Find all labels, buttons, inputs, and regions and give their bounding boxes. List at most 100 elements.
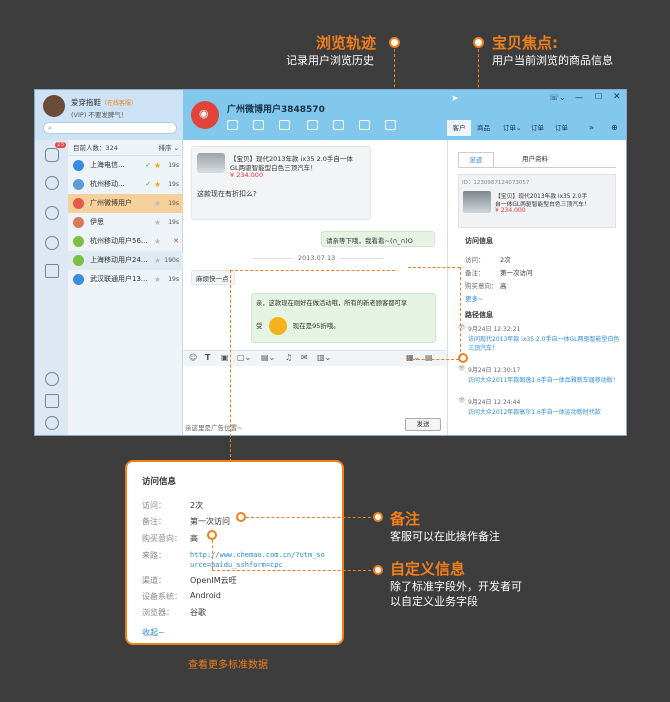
device-icon[interactable] bbox=[45, 394, 59, 408]
reply-message[interactable]: 请亲等下哦，我看看~(∩_∩)O bbox=[321, 231, 435, 247]
check-icon[interactable]: ✓ bbox=[145, 161, 151, 169]
contact-list-item[interactable]: 杭州移动用户56...★✕ bbox=[68, 232, 183, 251]
popup-row-visit: 访问： 2次 bbox=[142, 500, 203, 511]
star-icon[interactable]: ★ bbox=[153, 275, 161, 284]
ask2-message[interactable]: 麻烦快一点 bbox=[191, 270, 235, 285]
emoticon-icon[interactable]: ☺ bbox=[189, 353, 198, 362]
track-callout-dot bbox=[389, 37, 400, 48]
minimize-icon[interactable]: — bbox=[575, 93, 583, 102]
star-icon[interactable]: ★ bbox=[153, 199, 161, 208]
gear-icon[interactable] bbox=[45, 416, 59, 430]
person-settings-icon[interactable] bbox=[45, 372, 59, 386]
track-link[interactable]: 访问大众2012年款高尔1.6手自一体运动新时代款 bbox=[468, 409, 601, 416]
custom-connector-v bbox=[212, 540, 213, 570]
tree-icon[interactable] bbox=[45, 264, 59, 278]
contact-list-item[interactable]: 广州微博用户★19s bbox=[68, 194, 183, 213]
quick-reply-icon[interactable]: ▥⌄ bbox=[317, 353, 332, 362]
product-message[interactable]: 【宝贝】现代2013年款 ix35 2.0手自一体 GL两驱智能型白色三顶汽车！… bbox=[191, 146, 371, 220]
contact-title: 广州微博用户3848570 bbox=[227, 105, 325, 115]
focus-callout-title: 宝贝焦点: bbox=[492, 34, 558, 52]
popup-row-remark-value[interactable]: 第一次访问 bbox=[190, 517, 230, 526]
contact-list-item[interactable]: 伊思★19s bbox=[68, 213, 183, 232]
star-icon[interactable]: ★ bbox=[153, 161, 161, 170]
history-icon[interactable]: ▦⌄ bbox=[406, 353, 421, 362]
popup-row-visit-label: 访问： bbox=[142, 501, 166, 510]
profile-area: 爱穿拖鞋（在线客服） (VIP) 不要发脾气！ ⌕ bbox=[35, 90, 183, 140]
maximize-icon[interactable]: ☐ bbox=[595, 92, 603, 101]
bell-icon[interactable]: ♫ bbox=[285, 353, 293, 362]
shake-icon[interactable]: ✉ bbox=[301, 353, 308, 362]
popup-row-visit-value: 2次 bbox=[190, 501, 204, 510]
user-avatar[interactable] bbox=[43, 95, 65, 117]
star-icon[interactable]: ★ bbox=[153, 237, 161, 246]
car-thumbnail bbox=[197, 153, 225, 173]
contact-name: 上海电信... bbox=[90, 161, 125, 169]
chat-toolbar-icon-1[interactable] bbox=[227, 120, 238, 130]
tab-customer[interactable]: 客户 bbox=[447, 120, 471, 136]
sort-button[interactable]: 排序 ⌄ bbox=[158, 144, 179, 152]
clock-icon[interactable] bbox=[45, 176, 59, 190]
star-icon[interactable]: ★ bbox=[153, 218, 161, 227]
contact-icon[interactable] bbox=[45, 206, 59, 220]
wait-time: 19s bbox=[168, 181, 179, 188]
chat-record-icon[interactable]: ▤ bbox=[425, 353, 433, 362]
message-input[interactable] bbox=[183, 366, 446, 418]
more-tabs-icon[interactable]: » bbox=[589, 123, 594, 132]
check-icon[interactable]: ✓ bbox=[145, 180, 151, 188]
chat-toolbar-icon-2[interactable] bbox=[253, 120, 264, 130]
tab-order-1[interactable]: 订单⌄ bbox=[503, 124, 522, 132]
more-link[interactable]: 更多~ bbox=[465, 295, 484, 303]
screen-icon[interactable] bbox=[307, 120, 318, 130]
track-link[interactable]: 访问大众2011年款朗逸1.6手自一体品雅新车届移动版！ bbox=[468, 377, 619, 384]
search-input[interactable]: ⌕ bbox=[43, 122, 177, 134]
screenshot-icon[interactable]: ▢⌄ bbox=[237, 353, 252, 362]
add-tab-icon[interactable]: ⊕ bbox=[611, 123, 618, 132]
contact-list-item[interactable]: 杭州移动...★✓19s bbox=[68, 175, 183, 194]
focus-product-card[interactable]: ID：1230987124073057 【宝贝】现代2013年款 ix35 2.… bbox=[458, 174, 616, 228]
contact-list-item[interactable]: 武汉联通用户13...★19s bbox=[68, 270, 183, 289]
alarm-icon[interactable] bbox=[333, 120, 344, 130]
emoji-icon bbox=[268, 317, 287, 335]
calendar-icon[interactable] bbox=[359, 120, 370, 130]
wait-time: 19s bbox=[168, 276, 179, 283]
track-link[interactable]: 访问现代2013年款 ix35 2.0手自一体GL两驱智能型白色三顶汽车！ bbox=[468, 336, 620, 352]
remove-icon[interactable]: ✕ bbox=[173, 237, 179, 245]
send-button[interactable]: 发送 bbox=[405, 418, 441, 431]
font-icon[interactable]: T bbox=[205, 353, 211, 362]
tab-order-3[interactable]: 订单 bbox=[555, 124, 568, 132]
contact-avatar bbox=[73, 179, 84, 190]
popup-row-source-value[interactable]: http://www.chemao.com.cn/?utm_source=bai… bbox=[190, 551, 325, 569]
phone-icon[interactable]: ☏⌄ bbox=[549, 93, 566, 102]
group-icon[interactable] bbox=[45, 236, 59, 250]
close-icon[interactable]: ✕ bbox=[613, 92, 621, 102]
remark-value[interactable]: 第一次访问 bbox=[500, 269, 533, 277]
tab-goods[interactable]: 商品 bbox=[477, 124, 490, 132]
popup-row-browser-label: 浏览器： bbox=[142, 608, 174, 617]
image-icon[interactable]: ▣ bbox=[221, 353, 229, 362]
tab-order-2[interactable]: 订单 bbox=[531, 124, 544, 132]
chat-area: 【宝贝】现代2013年款 ix35 2.0手自一体 GL两驱智能型白色三顶汽车！… bbox=[183, 140, 446, 435]
star-icon[interactable]: ★ bbox=[153, 256, 161, 265]
user-badge: （在线客服） bbox=[101, 100, 138, 107]
tab-profile[interactable]: 用户资料 bbox=[522, 155, 548, 163]
popup-row-browser-value: 谷歌 bbox=[190, 608, 206, 617]
intent-value: 高 bbox=[500, 282, 507, 290]
custom-toolbar-dot bbox=[458, 353, 468, 363]
contact-list-item[interactable]: 上海电信...★✓19s bbox=[68, 156, 183, 175]
edit-icon[interactable] bbox=[385, 120, 396, 130]
file-icon[interactable]: ▤⌄ bbox=[261, 353, 276, 362]
popup-connector-h bbox=[230, 270, 395, 271]
collapse-link[interactable]: 收起~ bbox=[142, 628, 165, 637]
add-contact-icon[interactable] bbox=[279, 120, 290, 130]
remark-callout-title: 备注 bbox=[390, 510, 421, 528]
chat-icon[interactable] bbox=[45, 148, 59, 162]
answer-message[interactable]: 亲，这款现在刚好在做活动哦，所有的新老顾客都可享 受 现在是95折哦。 bbox=[251, 293, 436, 343]
focus-callout-subtitle: 用户当前浏览的商品信息 bbox=[492, 54, 613, 67]
star-icon[interactable]: ★ bbox=[153, 180, 161, 189]
tab-footprint[interactable]: 足迹 bbox=[458, 152, 494, 167]
intent-label: 购买意向： bbox=[465, 282, 498, 290]
contact-list-item[interactable]: 上海移动用户24...★190s bbox=[68, 251, 183, 270]
